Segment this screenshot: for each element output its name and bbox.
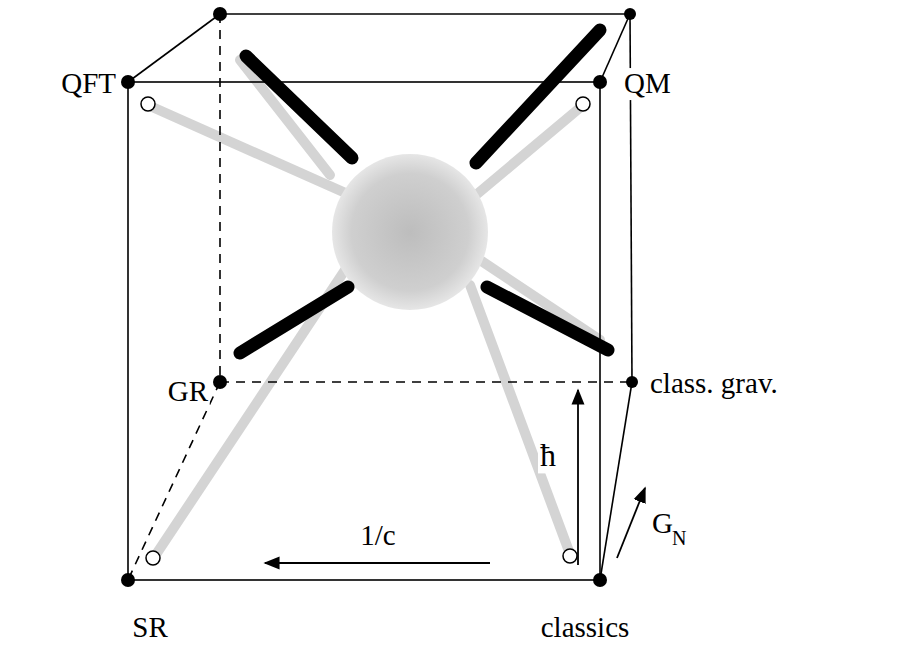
hidden-edge: [128, 14, 632, 580]
sphere: [332, 154, 488, 310]
theory-label: GR: [166, 376, 210, 408]
constant-symbol: 1/c: [358, 520, 397, 552]
constant-symbol: ħ: [538, 438, 558, 473]
theory-label: QFT: [59, 68, 118, 100]
constant-symbol: G: [650, 508, 675, 540]
axis-arrow: [265, 390, 645, 565]
cube-edge: [128, 14, 632, 580]
constant-subscript: N: [672, 527, 686, 549]
theory-label: class. grav.: [648, 368, 780, 400]
open-circle: [141, 97, 590, 565]
theory-label: QM: [622, 68, 673, 100]
thick-bar: [240, 30, 608, 353]
theory-label: SR: [130, 612, 169, 644]
theory-label: classics: [539, 612, 632, 644]
vertex-dot: [121, 7, 638, 587]
